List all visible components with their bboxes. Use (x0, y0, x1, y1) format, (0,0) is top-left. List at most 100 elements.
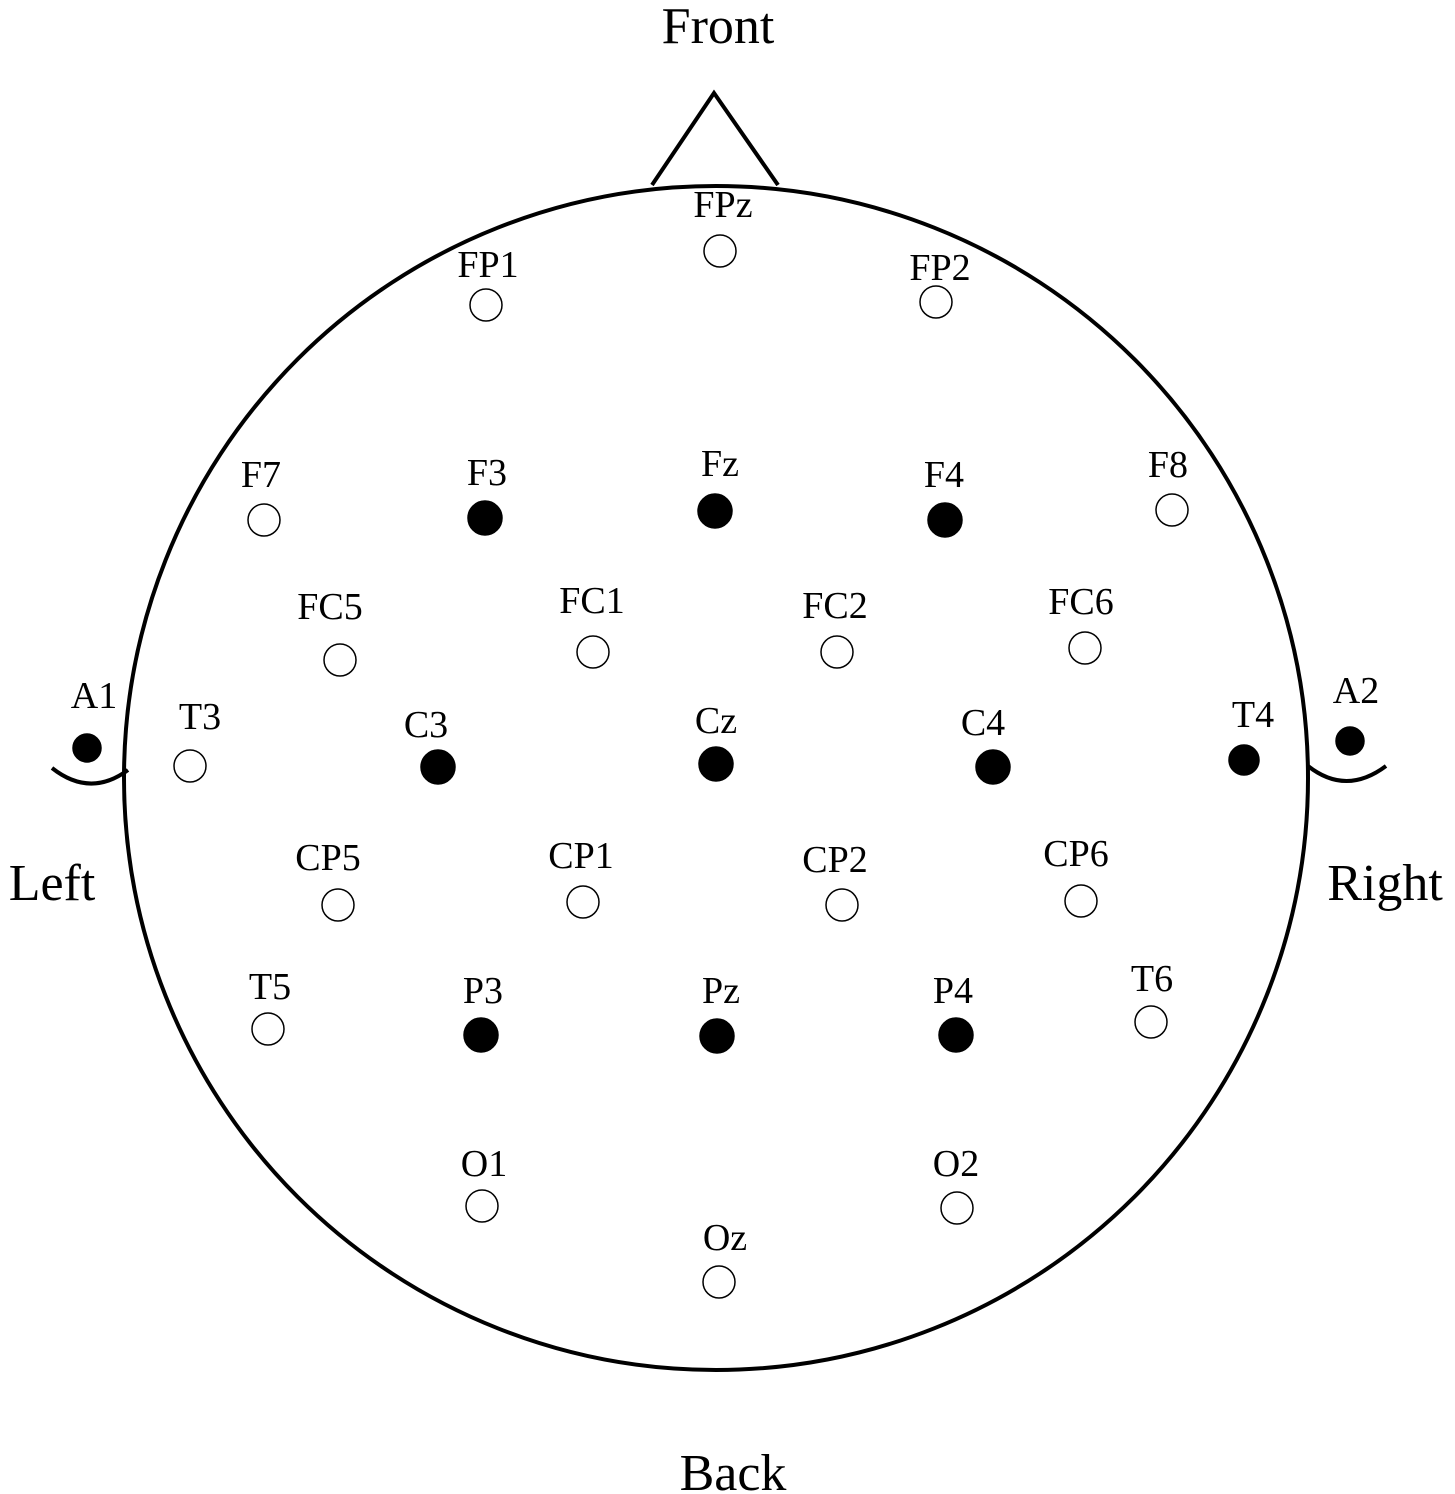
electrode-fc5: FC5 (297, 586, 363, 677)
electrode-label: O1 (461, 1143, 507, 1185)
electrode-label: Fz (701, 443, 739, 485)
electrode-marker (1155, 493, 1189, 527)
electrode-t6: T6 (1131, 958, 1173, 1039)
electrode-o2: O2 (933, 1143, 979, 1225)
electrode-p3: P3 (463, 970, 503, 1053)
electrode-label: FC6 (1048, 581, 1113, 623)
electrode-marker (576, 635, 610, 669)
electrode-fz: Fz (697, 443, 739, 529)
electrode-fc1: FC1 (559, 580, 625, 669)
electrode-oz: Oz (702, 1217, 747, 1299)
electrode-label: FC5 (297, 586, 362, 628)
electrode-label: T6 (1131, 958, 1173, 1000)
electrode-label: F8 (1148, 444, 1188, 486)
electrode-label: Pz (702, 970, 740, 1012)
electrode-marker (469, 288, 503, 322)
electrode-cz: Cz (695, 700, 737, 782)
electrode-label: CP6 (1043, 833, 1108, 875)
electrode-marker (72, 733, 102, 763)
electrode-label: A1 (71, 675, 117, 717)
left-label: Left (9, 855, 96, 912)
electrode-a1: A1 (71, 675, 117, 763)
right-ear (1306, 764, 1388, 783)
electrode-label: T4 (1232, 694, 1274, 736)
electrode-f3: F3 (467, 452, 507, 536)
electrode-marker (703, 234, 737, 268)
electrode-cp1: CP1 (548, 835, 614, 919)
electrode-fp1: FP1 (457, 244, 519, 322)
electrode-f7: F7 (241, 454, 281, 537)
electrode-marker (1228, 744, 1260, 776)
head-outline (122, 184, 1310, 1372)
electrode-marker (247, 503, 281, 537)
electrode-label: A2 (1333, 670, 1379, 712)
electrode-marker (566, 885, 600, 919)
electrode-label: C4 (961, 702, 1005, 744)
electrode-marker (463, 1017, 499, 1053)
electrode-marker (1064, 884, 1098, 918)
electrode-marker (927, 502, 963, 538)
electrode-marker (702, 1265, 736, 1299)
electrode-label: CP5 (295, 837, 360, 879)
electrode-label: Oz (703, 1217, 747, 1259)
back-label: Back (680, 1445, 787, 1494)
electrode-marker (699, 1018, 735, 1054)
electrode-t3: T3 (173, 696, 221, 783)
electrode-label: F4 (924, 454, 964, 496)
electrode-o1: O1 (461, 1143, 507, 1223)
electrode-cp5: CP5 (295, 837, 361, 922)
electrode-c3: C3 (404, 704, 456, 785)
electrode-label: FC1 (559, 580, 624, 622)
electrode-marker (1068, 631, 1102, 665)
electrode-marker (321, 888, 355, 922)
electrode-label: F3 (467, 452, 507, 494)
electrode-marker (697, 493, 733, 529)
electrode-marker (825, 888, 859, 922)
electrode-label: FP2 (909, 247, 970, 289)
electrode-marker (323, 643, 357, 677)
electrode-label: FC2 (802, 585, 867, 627)
electrode-f8: F8 (1148, 444, 1189, 527)
electrode-marker (1335, 726, 1365, 756)
electrode-marker (938, 1017, 974, 1053)
electrode-marker (467, 500, 503, 536)
electrode-marker (465, 1189, 499, 1223)
electrode-label: FPz (693, 184, 752, 226)
electrode-a2: A2 (1333, 670, 1379, 756)
electrode-cp6: CP6 (1043, 833, 1109, 918)
electrode-fc6: FC6 (1048, 581, 1114, 665)
electrode-label: P4 (933, 970, 973, 1012)
electrode-pz: Pz (699, 970, 740, 1054)
electrode-f4: F4 (924, 454, 964, 538)
electrode-label: T5 (249, 966, 291, 1008)
electrode-label: CP1 (548, 835, 613, 877)
electrode-marker (919, 285, 953, 319)
electrode-label: O2 (933, 1143, 979, 1185)
electrode-label: F7 (241, 454, 281, 496)
nose-marker (650, 89, 780, 187)
electrode-label: FP1 (457, 244, 518, 286)
electrode-marker (173, 749, 207, 783)
electrode-fpz: FPz (693, 184, 753, 268)
electrode-t5: T5 (249, 966, 291, 1046)
electrode-label: C3 (404, 704, 448, 746)
electrode-marker (940, 1191, 974, 1225)
electrode-marker (975, 749, 1011, 785)
electrode-label: T3 (179, 696, 221, 738)
front-label: Front (662, 0, 775, 55)
electrode-marker (251, 1012, 285, 1046)
electrode-marker (1134, 1005, 1168, 1039)
electrode-fc2: FC2 (802, 585, 868, 669)
right-label: Right (1327, 855, 1443, 912)
electrode-fp2: FP2 (909, 247, 971, 319)
electrode-c4: C4 (961, 702, 1011, 785)
electrode-label: Cz (695, 700, 737, 742)
electrode-label: CP2 (802, 839, 867, 881)
electrode-marker (820, 635, 854, 669)
electrode-label: P3 (463, 970, 503, 1012)
electrode-marker (698, 746, 734, 782)
electrode-t4: T4 (1228, 694, 1274, 776)
left-ear (50, 766, 130, 786)
electrode-marker (420, 749, 456, 785)
